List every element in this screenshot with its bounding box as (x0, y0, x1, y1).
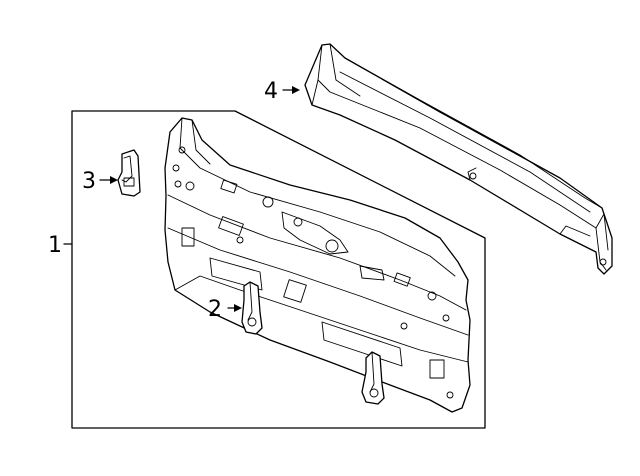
callout-4: 4 (264, 79, 300, 104)
part-3-clip (117, 149, 141, 197)
part-2-bracket-right (361, 351, 385, 405)
callout-4-number: 4 (264, 79, 278, 104)
callout-3: 3 (82, 169, 118, 194)
callout-1-number: 1 (48, 233, 62, 258)
callout-2-number: 2 (208, 297, 222, 322)
part-2-bracket-left (241, 281, 263, 335)
part-4-upper-panel (304, 43, 613, 275)
callout-4-arrowhead (292, 86, 300, 94)
callout-3-arrowhead (110, 176, 118, 184)
callout-2: 2 (208, 297, 242, 322)
part-1-rear-panel (164, 117, 471, 413)
callout-3-number: 3 (82, 169, 96, 194)
part-1-group-frame (71, 110, 486, 429)
callout-2-arrowhead (234, 304, 242, 312)
callout-1: 1 (48, 233, 73, 258)
